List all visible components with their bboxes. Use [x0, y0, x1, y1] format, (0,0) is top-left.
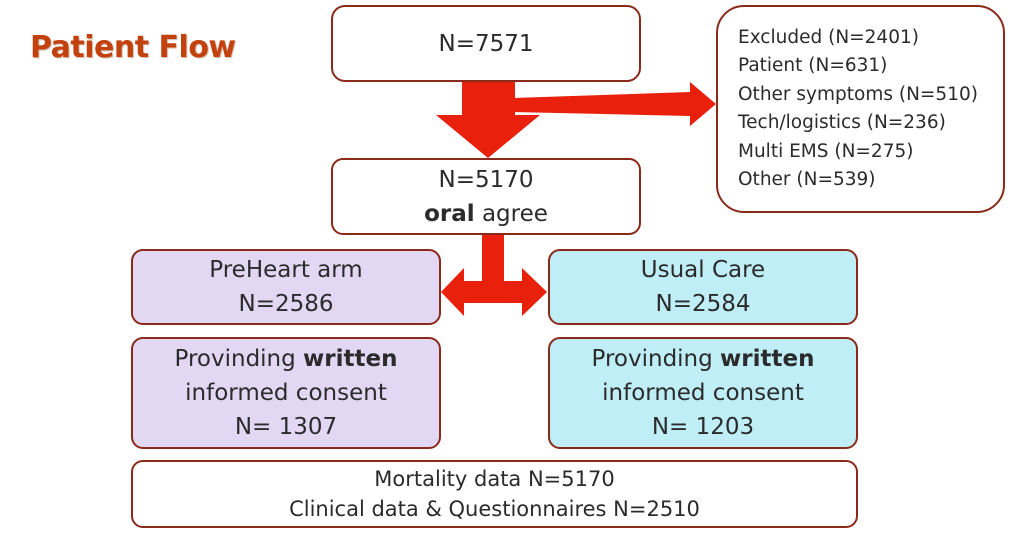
preheart-arm-box: PreHeart arm N=2586 [131, 249, 441, 325]
excluded-line: Multi EMS (N=275) [738, 140, 914, 162]
consent-count: N= 1307 [234, 414, 338, 440]
usual-consent-box: Provinding written informed consent N= 1… [548, 337, 858, 449]
excluded-line: Excluded (N=2401) [738, 26, 919, 48]
excluded-line: Other symptoms (N=510) [738, 83, 978, 105]
right-arrow-excluded [513, 82, 716, 126]
consent-heading: Provinding written [591, 346, 815, 372]
split-arrow-stem [482, 233, 504, 281]
total-box: N=7571 [331, 5, 641, 82]
preheart-consent-box: Provinding written informed consent N= 1… [131, 337, 441, 449]
oral-agree-label: oral agree [424, 200, 548, 227]
excluded-box: Excluded (N=2401) Patient (N=631) Other … [716, 5, 1005, 213]
preheart-arm-label: PreHeart arm [209, 257, 363, 283]
consent-count: N= 1203 [651, 414, 755, 440]
oral-agree-box: N=5170 oral agree [331, 158, 641, 235]
down-arrow [436, 80, 540, 158]
consent-label: informed consent [185, 380, 387, 406]
excluded-line: Other (N=539) [738, 169, 876, 190]
usual-care-label: Usual Care [640, 257, 766, 283]
data-summary-box: Mortality data N=5170 Clinical data & Qu… [131, 460, 858, 528]
total-count: N=7571 [438, 30, 534, 57]
usual-care-count: N=2584 [655, 291, 751, 317]
usual-care-box: Usual Care N=2584 [548, 249, 858, 325]
page-title: Patient Flow [30, 30, 236, 65]
right-arrowhead [522, 268, 547, 316]
split-arrow-bar [462, 281, 524, 303]
excluded-line: Patient (N=631) [738, 55, 888, 76]
clinical-data: Clinical data & Questionnaires N=2510 [289, 497, 700, 521]
mortality-data: Mortality data N=5170 [374, 467, 615, 491]
left-arrowhead [441, 268, 464, 316]
excluded-line: Tech/logistics (N=236) [738, 112, 946, 133]
oral-agree-count: N=5170 [438, 166, 534, 193]
preheart-arm-count: N=2586 [238, 291, 334, 317]
consent-label: informed consent [602, 380, 804, 406]
consent-heading: Provinding written [174, 346, 398, 372]
